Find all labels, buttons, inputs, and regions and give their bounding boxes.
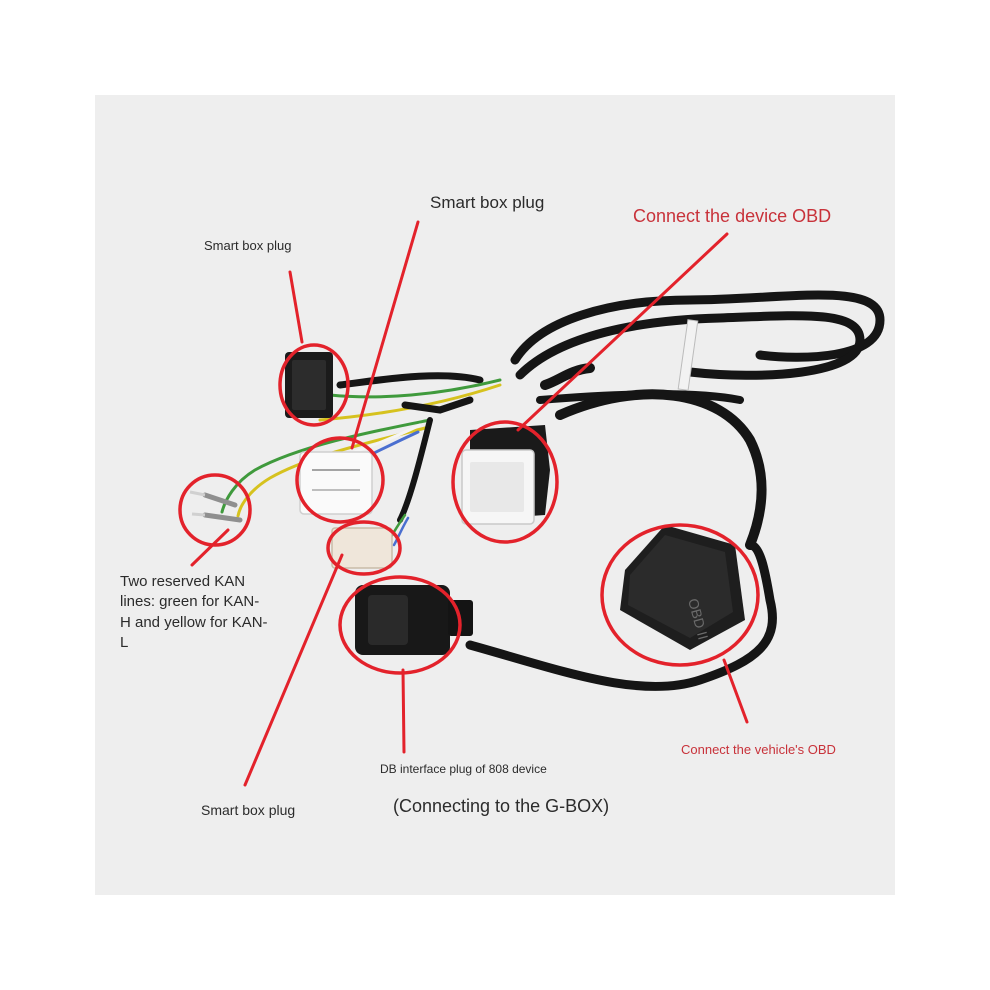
label-smart-box-plug-top-left: Smart box plug	[204, 238, 292, 253]
connector-face	[292, 360, 326, 410]
label-db-interface-plug: DB interface plug of 808 device	[380, 762, 547, 776]
black-cable-loops	[336, 290, 885, 691]
label-connect-vehicle-obd: Connect the vehicle's OBD	[681, 742, 836, 757]
circle-kan-lines	[178, 473, 252, 547]
circle-small-plug	[326, 520, 402, 576]
colored-wires	[220, 378, 502, 547]
label-kan-lines: Two reserved KAN lines: green for KAN-H …	[120, 573, 268, 651]
vehicle-obd-connector: OBD II	[620, 525, 745, 650]
circle-vehicle-obd	[600, 523, 760, 667]
smart-box-plug-center-connector	[299, 451, 373, 515]
smart-box-plug-small-connector	[331, 527, 393, 569]
cable-tie	[677, 319, 699, 391]
circle-center-plug	[295, 436, 385, 524]
circle-left-plug	[278, 343, 350, 427]
label-smart-box-plug-bottom: Smart box plug	[201, 802, 296, 818]
kan-line-tips	[189, 490, 243, 523]
label-connecting-gbox: (Connecting to the G-BOX)	[393, 796, 610, 816]
annotation-pointer-lines	[190, 220, 749, 787]
label-connect-device-obd: Connect the device OBD	[633, 206, 832, 226]
annotation-circles	[178, 343, 760, 675]
device-obd-connector	[461, 425, 550, 525]
label-smart-box-plug-top-center: Smart box plug	[430, 193, 545, 212]
circle-device-obd	[451, 420, 559, 544]
circle-db-plug	[338, 575, 462, 675]
